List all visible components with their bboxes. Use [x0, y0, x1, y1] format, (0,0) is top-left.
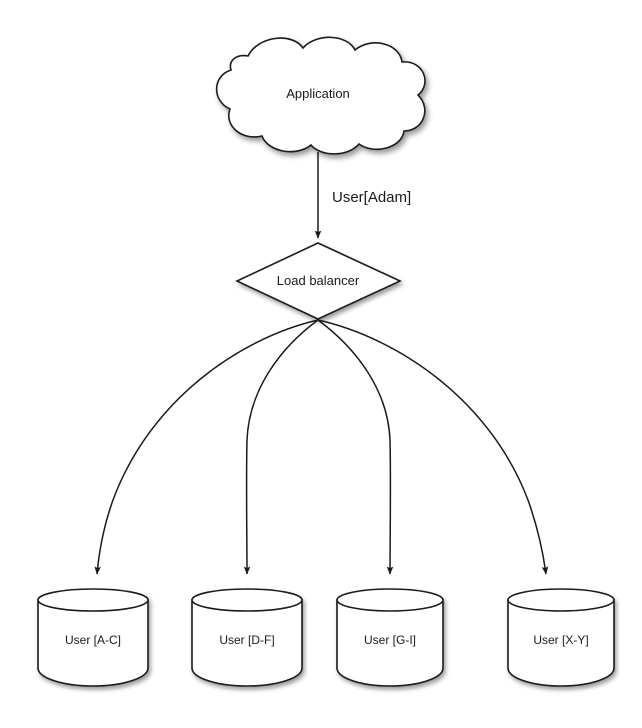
node-database-user-x-y[interactable]: User [X-Y] — [507, 588, 615, 687]
database-label-1: User [A-C] — [65, 633, 121, 647]
database-label-2: User [D-F] — [219, 633, 274, 647]
node-application-cloud[interactable]: Application — [215, 36, 426, 155]
edge-balancer-to-db-4 — [317, 319, 549, 575]
edges-balancer-to-databases — [94, 319, 549, 575]
edge-label-user-adam: User[Adam] — [332, 189, 411, 206]
database-label-4: User [X-Y] — [533, 633, 588, 647]
node-database-user-a-c[interactable]: User [A-C] — [37, 588, 149, 687]
edge-balancer-to-db-1 — [94, 319, 319, 575]
load-balancer-label: Load balancer — [277, 273, 360, 288]
application-label: Application — [286, 86, 350, 101]
node-database-user-g-i[interactable]: User [G-I] — [336, 588, 444, 687]
node-load-balancer[interactable]: Load balancer — [235, 242, 402, 320]
edge-application-to-balancer: User[Adam] — [314, 152, 411, 239]
database-label-3: User [G-I] — [364, 633, 416, 647]
edge-balancer-to-db-2 — [243, 319, 319, 575]
edge-balancer-to-db-3 — [317, 319, 394, 575]
node-database-user-d-f[interactable]: User [D-F] — [191, 588, 303, 687]
